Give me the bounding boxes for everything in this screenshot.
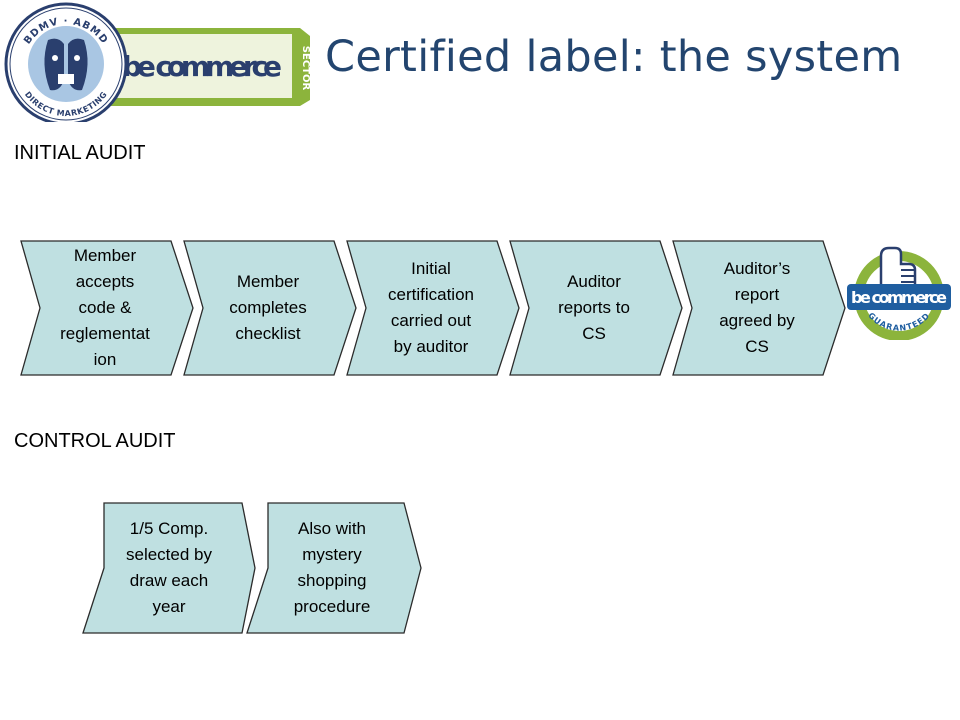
logo-brand: be commerce: [122, 50, 282, 83]
control-audit-label: CONTROL AUDIT: [14, 430, 176, 452]
badge-brand: be commerce: [851, 288, 947, 307]
step-comp-selected: 1/5 Comp. selected by draw each year: [82, 502, 256, 634]
step-text: Also with mystery shopping procedure: [293, 519, 371, 616]
step-report-agreed: Auditor’s report agreed by CS: [672, 240, 846, 376]
step-text: Auditor reports to CS: [558, 272, 630, 343]
chevron-shape: [672, 240, 846, 376]
step-text: 1/5 Comp. selected by draw each year: [126, 519, 212, 616]
becommerce-guaranteed-badge: be commerce GUARANTEED: [847, 246, 951, 340]
step-text: Member accepts code & reglementat ion: [60, 246, 150, 369]
step-member-accepts-code: Member accepts code & reglementat ion: [20, 240, 194, 376]
step-initial-certification: Initial certification carried out by aud…: [346, 240, 520, 376]
chevron-shape: [346, 240, 520, 376]
step-text: Member completes checklist: [229, 272, 307, 343]
initial-audit-label: INITIAL AUDIT: [14, 142, 146, 164]
chevron-shape: [246, 502, 422, 634]
bdmv-becommerce-logo: be commerce SECTOR BDMV · ABMD DIRECT MA…: [4, 2, 311, 122]
chevron-shape: [509, 240, 683, 376]
step-member-completes-checklist: Member completes checklist: [183, 240, 357, 376]
chevron-shape: [20, 240, 194, 376]
step-text: Auditor’s report agreed by CS: [719, 259, 795, 356]
chevron-shape: [183, 240, 357, 376]
logo-sector: SECTOR: [300, 46, 311, 91]
page-title: Certified label: the system: [325, 32, 903, 82]
chevron-shape: [82, 502, 256, 634]
step-text: Initial certification carried out by aud…: [388, 259, 474, 356]
thumbs-up-icon: [879, 246, 917, 288]
step-auditor-reports: Auditor reports to CS: [509, 240, 683, 376]
step-mystery-shopping: Also with mystery shopping procedure: [246, 502, 422, 634]
